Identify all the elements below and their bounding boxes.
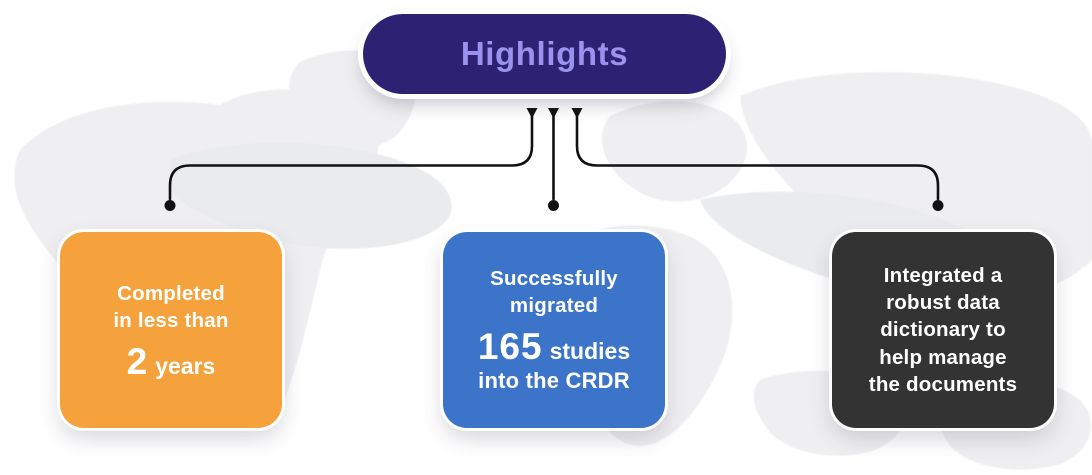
card-text-line: Integrated a bbox=[883, 264, 1003, 288]
stat-value: 165 bbox=[477, 326, 543, 368]
connector-dot-middle bbox=[548, 200, 559, 211]
page-title: Highlights bbox=[460, 35, 629, 72]
connector-dot-right bbox=[932, 200, 944, 211]
map-arctic-islands bbox=[170, 142, 452, 249]
card-data-dictionary: Integrated a robust data dictionary to h… bbox=[832, 232, 1054, 428]
card-text-line: help manage bbox=[879, 345, 1007, 369]
card-text-line: migrated bbox=[509, 294, 599, 318]
stat-value: 2 bbox=[126, 341, 149, 383]
card-text-line: the documents bbox=[868, 372, 1018, 396]
card-text-line: dictionary to bbox=[880, 318, 1006, 342]
card-text-line: Completed bbox=[117, 281, 225, 305]
card-text-line: Successfully bbox=[490, 267, 618, 291]
stat-unit: years bbox=[155, 353, 216, 380]
connector-dot-left bbox=[164, 200, 176, 211]
connector-right bbox=[575, 112, 940, 201]
stat-row: 165 studies bbox=[478, 328, 630, 365]
connector-left bbox=[168, 112, 534, 201]
card-text-line: in less than bbox=[113, 309, 229, 332]
map-europe bbox=[601, 101, 747, 202]
card-completion-time: Completed in less than 2 years bbox=[60, 232, 282, 428]
highlights-pill: Highlights bbox=[363, 14, 726, 94]
card-studies-migrated: Successfully migrated 165 studies into t… bbox=[443, 232, 665, 428]
stat-row: 2 years bbox=[127, 343, 216, 380]
card-footer-line: into the CRDR bbox=[478, 368, 630, 394]
card-text-line: robust data bbox=[886, 291, 1000, 315]
stat-unit: studies bbox=[549, 338, 631, 365]
